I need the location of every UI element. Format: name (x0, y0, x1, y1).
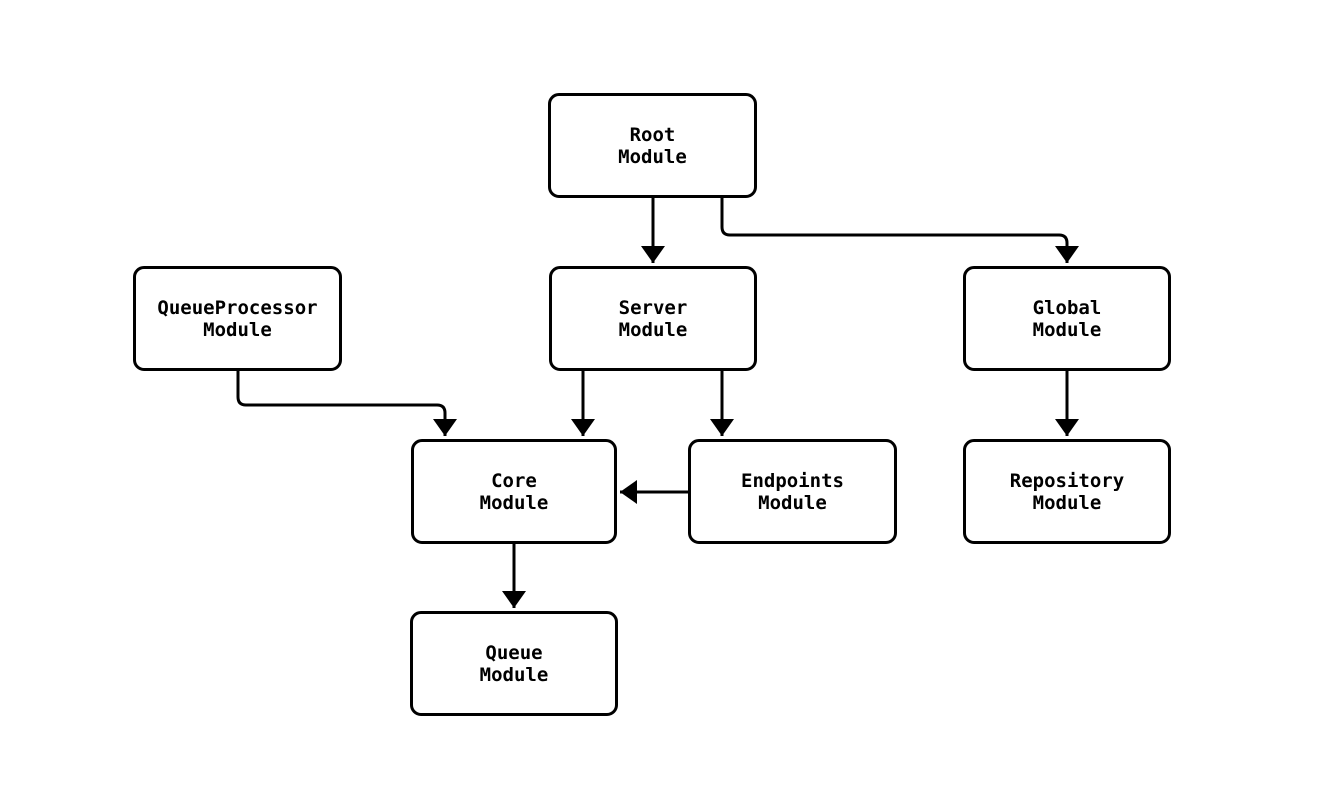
node-label-line: Module (479, 663, 549, 686)
edges-group (236, 198, 1079, 608)
node-label-line: Root (629, 123, 676, 146)
node-label-line: Module (618, 318, 688, 341)
node-label-line: Global (1032, 296, 1102, 319)
edge-root-to-global (720, 198, 1079, 263)
node-label-line: Module (1032, 491, 1102, 514)
node-label-line: Module (758, 491, 827, 514)
node-label-line: Queue (485, 641, 543, 664)
node-label-line: QueueProcessor (157, 296, 318, 319)
node-label-line: Module (618, 145, 687, 168)
node-label-line: Repository (1009, 469, 1125, 492)
node-label-line: Core (491, 469, 537, 492)
node-label-line: Endpoints (741, 469, 844, 492)
edge-queueprocessor-to-core (236, 371, 457, 436)
node-label-line: Module (1032, 318, 1102, 341)
node-label-line: Module (479, 491, 549, 514)
node-label-line: Module (203, 318, 272, 341)
node-label-line: Server (618, 296, 688, 319)
